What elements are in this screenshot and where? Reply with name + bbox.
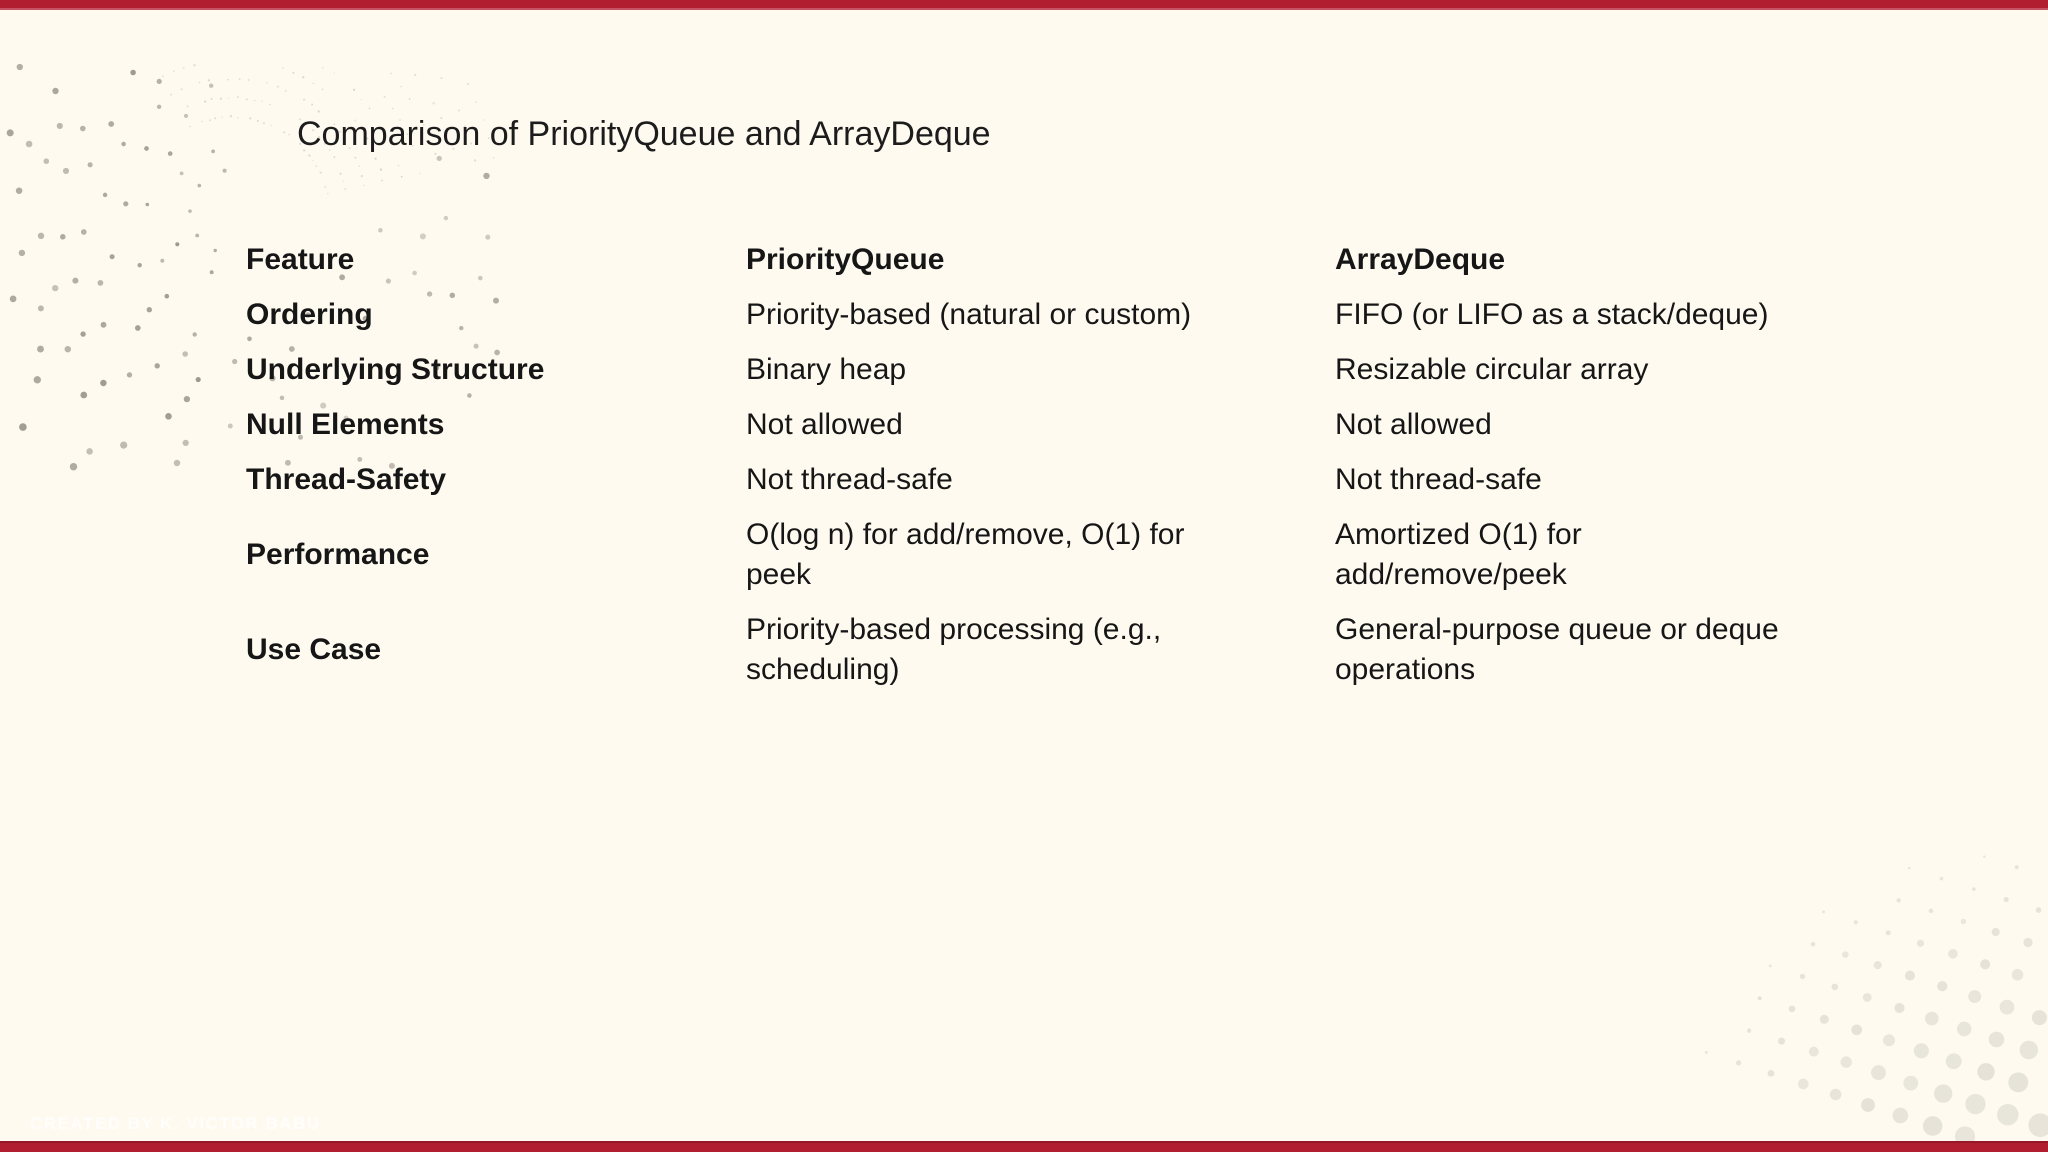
table-cell: Priority-based processing (e.g., schedul… xyxy=(746,613,1162,686)
page-title: Comparison of PriorityQueue and ArrayDeq… xyxy=(297,115,991,153)
table-row: Underlying Structure Binary heap Resizable… xyxy=(246,350,1935,390)
bottom-accent-bar xyxy=(0,1141,2048,1152)
table-cell: FIFO (or LIFO as a stack/deque) xyxy=(1335,298,1769,331)
table-row: Use Case Priority-based processing (e.g.,… xyxy=(246,610,1935,690)
table-row: Ordering Priority-based (natural or custo… xyxy=(246,295,1935,335)
table-cell: Resizable circular array xyxy=(1335,353,1649,386)
table-row: Performance O(log n) for add/remove, O(1)… xyxy=(246,515,1935,595)
table-cell: Ordering xyxy=(246,298,373,331)
table-cell: General-purpose queue or deque operation… xyxy=(1335,613,1779,686)
table-cell: O(log n) for add/remove, O(1) for peek xyxy=(746,518,1185,591)
table-cell: Binary heap xyxy=(746,353,907,386)
column-header: Feature xyxy=(246,243,355,276)
table-cell: Not allowed xyxy=(1335,408,1492,441)
table-cell: Underlying Structure xyxy=(246,353,545,386)
footer-credit: CREATED BY K. VICTOR BABU xyxy=(30,1114,321,1133)
top-accent-bar xyxy=(0,0,2048,10)
table-cell: Amortized O(1) for add/remove/peek xyxy=(1335,518,1582,591)
table-cell: Null Elements xyxy=(246,408,445,441)
column-header: ArrayDeque xyxy=(1335,243,1506,276)
table-cell: Not thread-safe xyxy=(1335,463,1542,496)
table-row: Thread-Safety Not thread-safe Not thread-s… xyxy=(246,460,1935,500)
table-cell: Not allowed xyxy=(746,408,903,441)
table-header-row: Feature PriorityQueue ArrayDeque xyxy=(246,240,1935,280)
table-cell: Thread-Safety xyxy=(246,463,447,496)
table-cell: Use Case xyxy=(246,633,382,666)
table-cell: Performance xyxy=(246,538,430,571)
table-row: Null Elements Not allowed Not allowed xyxy=(246,405,1935,445)
table-cell: Priority-based (natural or custom) xyxy=(746,298,1192,331)
halftone-corner-decoration xyxy=(1704,855,2048,1147)
column-header: PriorityQueue xyxy=(746,243,945,276)
table-cell: Not thread-safe xyxy=(746,463,953,496)
